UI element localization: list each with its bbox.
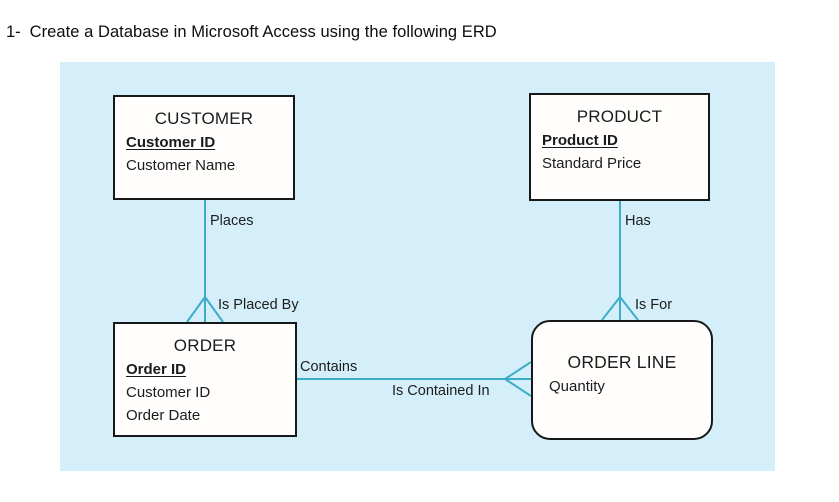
- entity-order-line-attribute-quantity: Quantity: [549, 378, 605, 395]
- entity-product-attribute-standard-price: Standard Price: [542, 155, 642, 172]
- relationship-label-contains: Contains: [300, 359, 358, 375]
- relationship-label-places: Places: [210, 213, 254, 229]
- question-number: 1-: [6, 23, 21, 41]
- entity-order-title: ORDER: [173, 336, 237, 355]
- entity-order[interactable]: ORDER Order ID Customer ID Order Date: [113, 322, 297, 437]
- question-text: Create a Database in Microsoft Access us…: [29, 23, 497, 41]
- entity-product-attribute-primary-key: Product ID: [542, 132, 618, 149]
- entity-order-line[interactable]: ORDER LINE Quantity: [531, 320, 713, 440]
- crowsfoot-order-left: [186, 296, 206, 323]
- entity-product-title: PRODUCT: [576, 107, 663, 126]
- crowsfoot-orderline-top-left: [601, 296, 621, 321]
- crowsfoot-orderline-left-lower: [504, 378, 532, 397]
- question-heading: 1- Create a Database in Microsoft Access…: [6, 22, 497, 42]
- relationship-label-is-placed-by: Is Placed By: [218, 297, 299, 313]
- relationship-label-is-contained-in: Is Contained In: [392, 383, 490, 399]
- entity-customer-attribute-customer-name: Customer Name: [126, 157, 236, 174]
- entity-order-attribute-order-date: Order Date: [126, 407, 201, 424]
- entity-order-attribute-customer-id: Customer ID: [126, 384, 211, 401]
- entity-product[interactable]: PRODUCT Product ID Standard Price: [529, 93, 710, 201]
- entity-customer-attribute-primary-key: Customer ID: [126, 134, 216, 151]
- crowsfoot-orderline-left-upper: [504, 361, 532, 380]
- entity-order-line-title: ORDER LINE: [567, 352, 677, 372]
- entity-customer-title: CUSTOMER: [154, 109, 254, 128]
- entity-customer[interactable]: CUSTOMER Customer ID Customer Name: [113, 95, 295, 200]
- erd-diagram-canvas: CUSTOMER Customer ID Customer Name PRODU…: [60, 62, 775, 471]
- entity-order-attribute-primary-key: Order ID: [126, 361, 187, 378]
- relationship-label-has: Has: [625, 213, 651, 229]
- relationship-label-is-for: Is For: [635, 297, 673, 313]
